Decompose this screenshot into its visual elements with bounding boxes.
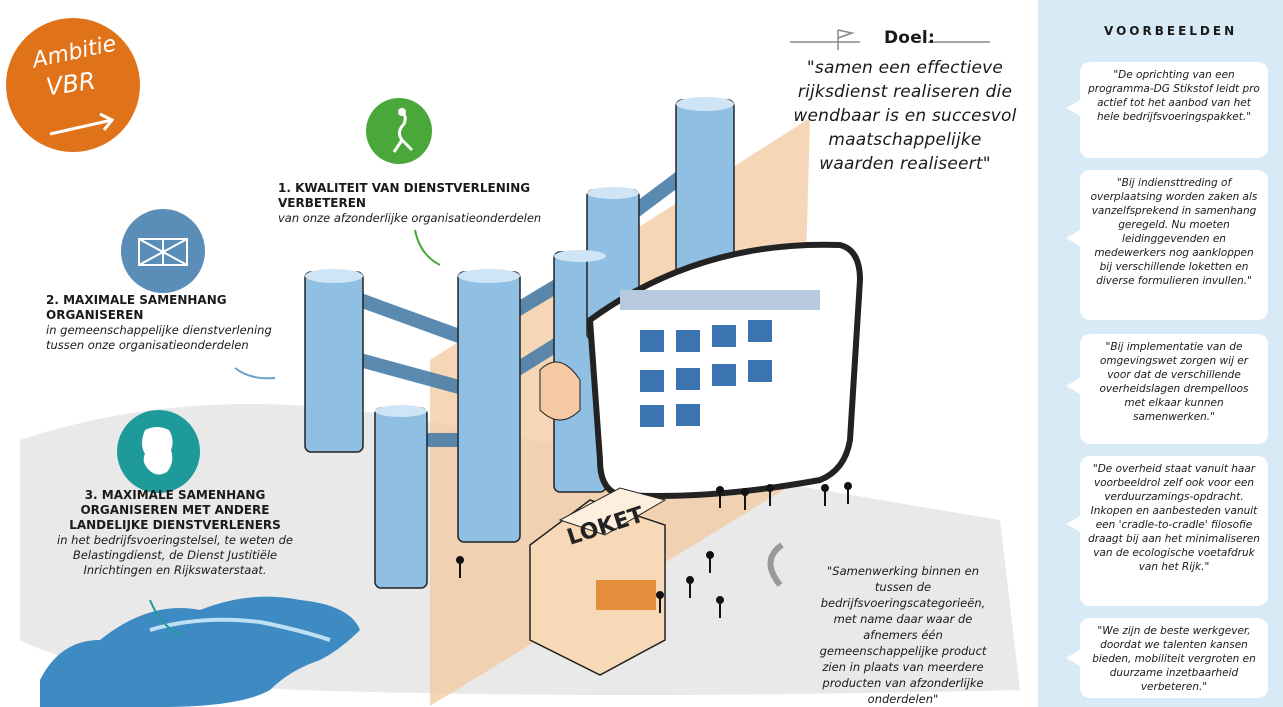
bridge-icon — [121, 209, 205, 293]
curved-arrow-icon — [767, 542, 784, 587]
person-leap-icon — [366, 98, 432, 164]
ambitie-badge: Ambitie VBR — [6, 18, 140, 152]
pillar-2 — [374, 407, 428, 589]
pillar-3 — [457, 271, 521, 543]
flag-icon — [790, 29, 990, 50]
examples-title: VOORBEELDEN — [1104, 24, 1238, 38]
tablet-screen-icon — [539, 241, 864, 499]
step-3-title: 3. MAXIMALE SAMENHANG ORGANISEREN MET AN… — [69, 488, 281, 532]
example-bubble-4: "De overheid staat vanuit haar voorbeeld… — [1066, 456, 1268, 606]
badge-line2: VBR — [44, 66, 98, 102]
loket-kiosk-icon: LOKET — [529, 487, 667, 676]
example-bubble-5: "We zijn de beste werkgever, doordat we … — [1066, 618, 1268, 698]
pillar-1 — [304, 271, 364, 453]
badge-line1: Ambitie — [30, 31, 119, 74]
step-3: 3. MAXIMALE SAMENHANG ORGANISEREN MET AN… — [40, 488, 310, 578]
example-bubble-2: "Bij indiensttreding of overplaatsing wo… — [1066, 170, 1268, 320]
step-1-sub: van onze afzonderlijke organisatieonderd… — [278, 211, 542, 225]
main-quote: "Samenwerking binnen en tussen de bedrij… — [819, 564, 987, 706]
step-2-sub: in gemeenschappelijke dienstverlening tu… — [46, 323, 272, 352]
example-bubble-1: "De oprichting van een programma-DG Stik… — [1066, 62, 1268, 158]
netherlands-map-icon — [117, 410, 200, 493]
step-3-sub: in het bedrijfsvoeringstelsel, te weten … — [57, 533, 293, 577]
arrow-right-icon — [49, 112, 115, 136]
step-2: 2. MAXIMALE SAMENHANG ORGANISEREN in gem… — [46, 293, 286, 353]
step-1: 1. KWALITEIT VAN DIENSTVERLENING VERBETE… — [278, 181, 578, 226]
step-2-title: 2. MAXIMALE SAMENHANG ORGANISEREN — [46, 293, 227, 322]
step-1-title: 1. KWALITEIT VAN DIENSTVERLENING VERBETE… — [278, 181, 531, 210]
goal-title: Doel: — [884, 28, 935, 48]
illustration: LOKET — [20, 29, 1020, 707]
people — [456, 482, 852, 618]
example-bubble-3: "Bij implementatie van de omgevingswet z… — [1066, 334, 1268, 444]
goal-text: "samen een effectieve rijksdienst realis… — [793, 58, 1017, 174]
arrow-right-icon — [234, 367, 276, 380]
